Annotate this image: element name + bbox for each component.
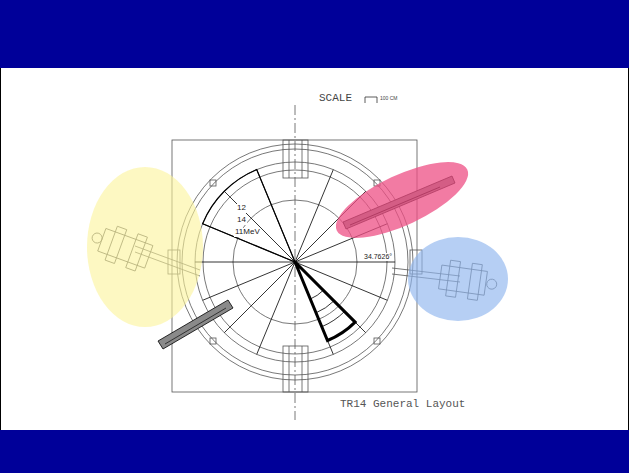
energy-value: 11MeV: [234, 228, 261, 237]
energy-value: 12: [236, 204, 247, 213]
highlight-ellipses: [87, 147, 508, 327]
drawing-title: TR14 General Layout: [340, 398, 465, 410]
scale-bar: [365, 97, 377, 103]
footer-band: [0, 430, 629, 473]
angle-dimension: 34.7626°: [363, 253, 393, 261]
scale-value: 100 CM: [380, 96, 398, 102]
header-band: [0, 0, 629, 68]
hill-sector: [203, 170, 356, 341]
magnet-drawing: [168, 105, 422, 420]
scale-label: SCALE: [319, 92, 352, 104]
energy-value: 14: [236, 216, 247, 225]
